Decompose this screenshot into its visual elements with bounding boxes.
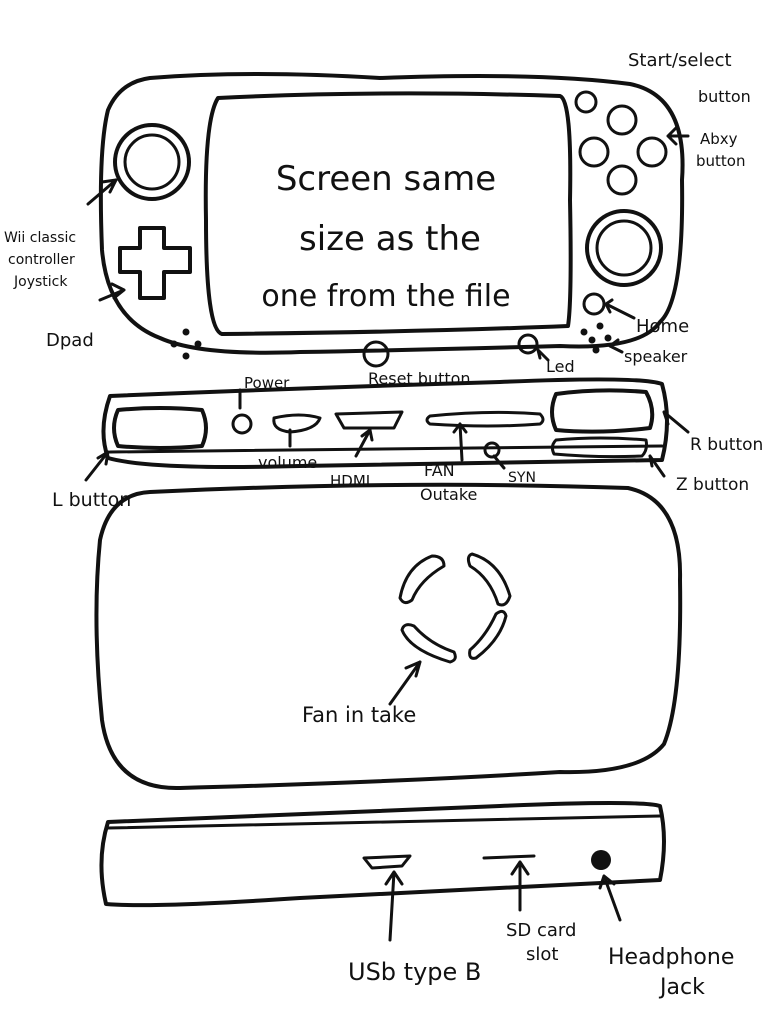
screen-text-line-1: Screen same bbox=[276, 159, 496, 199]
abxy-buttons bbox=[580, 106, 666, 194]
sd-card-slot bbox=[484, 856, 534, 858]
label-abxy-2: button bbox=[696, 152, 745, 170]
label-r-button: R button bbox=[690, 435, 763, 455]
label-home: Home bbox=[636, 316, 689, 337]
label-fan-outake-2: Outake bbox=[420, 485, 477, 504]
volume-rocker bbox=[274, 415, 320, 432]
label-hdmi: HDMI bbox=[330, 472, 370, 490]
r-button bbox=[552, 390, 652, 431]
start-select-button bbox=[576, 92, 596, 112]
sync-button bbox=[485, 443, 499, 457]
label-z-button: Z button bbox=[676, 475, 749, 495]
label-usb: USb type B bbox=[348, 958, 481, 986]
label-sd-2: slot bbox=[526, 944, 558, 965]
bottom-view bbox=[101, 803, 664, 905]
l-button bbox=[114, 408, 206, 448]
fan-intake-vents bbox=[400, 554, 510, 662]
label-sync: SYN bbox=[508, 470, 536, 486]
left-speaker bbox=[171, 329, 202, 360]
left-joystick-inner bbox=[125, 135, 179, 189]
label-dpad: Dpad bbox=[46, 330, 94, 351]
screen-text-line-3: one from the file bbox=[261, 279, 510, 314]
label-sd-1: SD card bbox=[506, 920, 576, 941]
back-view bbox=[96, 485, 680, 788]
dpad-icon bbox=[120, 228, 190, 298]
label-power: Power bbox=[244, 374, 290, 392]
label-reset: Reset button bbox=[368, 369, 471, 388]
label-speaker: speaker bbox=[624, 347, 688, 366]
label-volume: volume bbox=[258, 453, 317, 472]
home-button bbox=[584, 294, 604, 314]
right-joystick-inner bbox=[597, 221, 651, 275]
hdmi-port bbox=[336, 412, 402, 428]
back-outline bbox=[96, 485, 680, 788]
right-speaker bbox=[581, 323, 612, 354]
power-button bbox=[233, 415, 251, 433]
headphone-jack bbox=[591, 850, 611, 870]
label-joystick-1: Wii classic bbox=[4, 230, 76, 246]
label-joystick-2: controller bbox=[8, 252, 75, 268]
led bbox=[519, 335, 537, 353]
screen-text: Screen same size as the one from the fil… bbox=[261, 159, 510, 314]
label-headphone-1: Headphone bbox=[608, 945, 734, 970]
reset-button bbox=[364, 342, 388, 366]
label-fan-intake: Fan in take bbox=[302, 703, 416, 727]
label-led: Led bbox=[546, 357, 575, 376]
top-view bbox=[103, 379, 667, 467]
label-l-button: L button bbox=[52, 489, 131, 511]
fan-outake bbox=[427, 412, 543, 426]
label-abxy-1: Abxy bbox=[700, 130, 738, 148]
label-start-select-1: Start/select bbox=[628, 50, 732, 71]
screen-text-line-2: size as the bbox=[299, 219, 481, 259]
label-start-select-2: button bbox=[698, 87, 751, 106]
label-joystick-3: Joystick bbox=[13, 274, 68, 290]
label-headphone-2: Jack bbox=[658, 975, 705, 1000]
label-fan-outake-1: FAN bbox=[424, 461, 455, 480]
usb-type-b-port bbox=[364, 856, 410, 868]
